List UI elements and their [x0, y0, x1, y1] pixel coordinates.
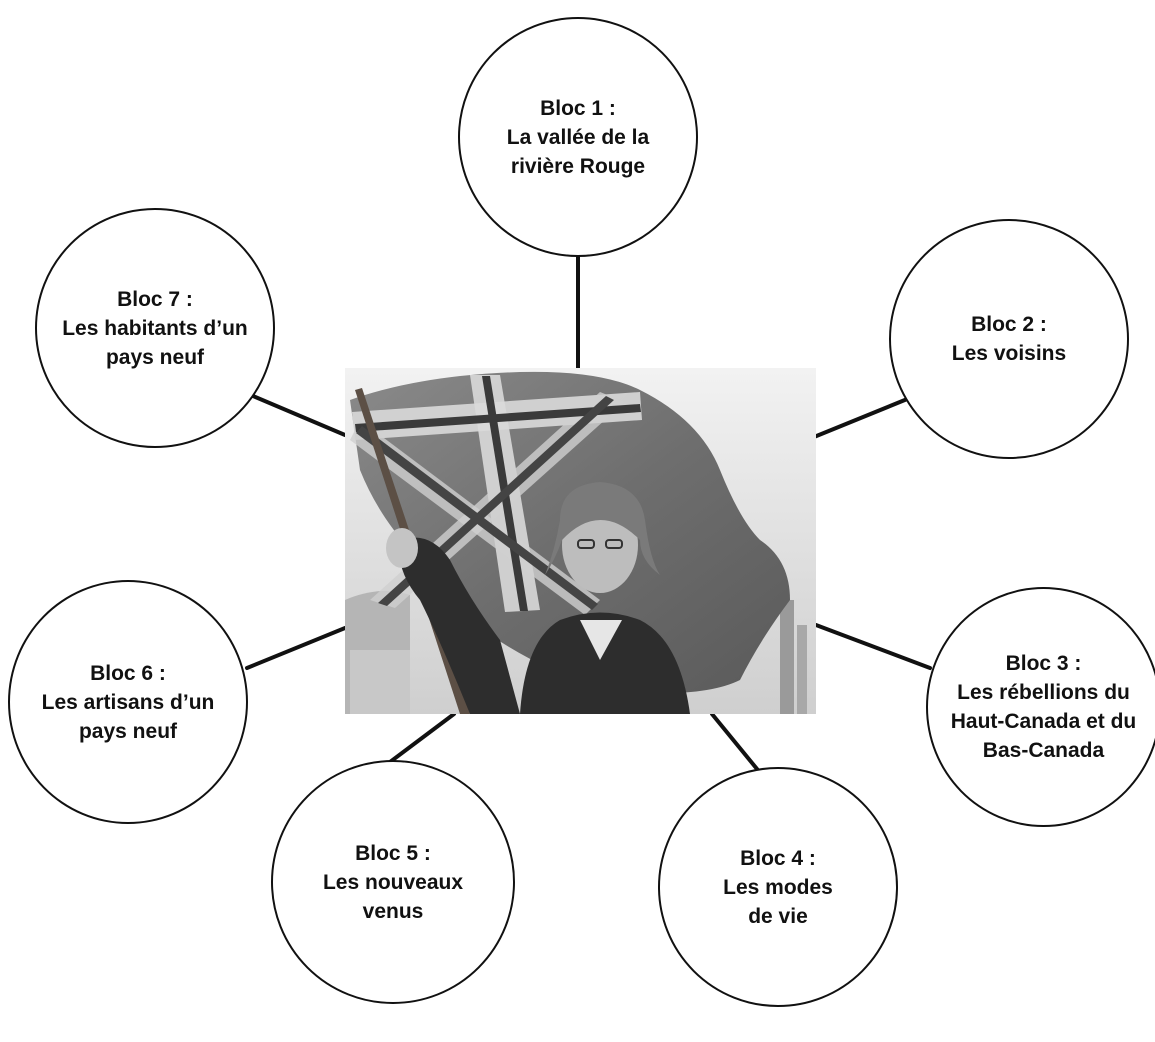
- bloc-5-circle: Bloc 5 : Les nouveaux venus: [271, 760, 515, 1004]
- connector-bloc-3: [814, 623, 932, 670]
- bloc-7-line-2: pays neuf: [105, 345, 205, 369]
- bloc-3-line-1: Les rébellions du: [957, 681, 1130, 704]
- bloc-4-heading: Bloc 4 :: [740, 846, 816, 870]
- bloc-5-line-2: venus: [362, 899, 424, 923]
- connector-bloc-2: [812, 391, 924, 439]
- connector-bloc-6: [245, 626, 347, 670]
- bloc-1-line-2: rivière Rouge: [510, 154, 646, 178]
- bloc-7-line-1: Les habitants d’un: [62, 316, 248, 340]
- bloc-3-line-3: Bas-Canada: [982, 739, 1105, 762]
- bloc-7-circle: Bloc 7 : Les habitants d’un pays neuf: [35, 208, 275, 448]
- bloc-6-line-2: pays neuf: [78, 719, 178, 743]
- bloc-4-circle: Bloc 4 : Les modes de vie: [658, 767, 898, 1007]
- bloc-5-heading: Bloc 5 :: [355, 841, 431, 865]
- bloc-2-line-1: Les voisins: [951, 342, 1067, 365]
- bloc-6-heading: Bloc 6 :: [90, 661, 166, 685]
- central-portrait-image: [345, 368, 816, 714]
- bloc-5-line-1: Les nouveaux: [322, 870, 464, 894]
- bloc-1-line-1: La vallée de la: [506, 125, 650, 149]
- bloc-6-line-1: Les artisans d’un: [41, 690, 215, 714]
- bloc-4-line-1: Les modes: [723, 875, 833, 899]
- bloc-2-circle: Bloc 2 : Les voisins: [889, 219, 1129, 459]
- bloc-3-circle: Bloc 3 : Les rébellions du Haut-Canada e…: [926, 587, 1155, 827]
- bloc-3-line-2: Haut-Canada et du: [950, 710, 1137, 733]
- bloc-7-heading: Bloc 7 :: [117, 287, 193, 311]
- bloc-4-line-2: de vie: [748, 904, 808, 928]
- bloc-6-circle: Bloc 6 : Les artisans d’un pays neuf: [8, 580, 248, 824]
- bloc-3-heading: Bloc 3 :: [1005, 652, 1082, 675]
- bloc-2-heading: Bloc 2 :: [971, 313, 1047, 336]
- bloc-1-heading: Bloc 1 :: [540, 96, 616, 120]
- connector-bloc-7: [244, 391, 347, 437]
- bloc-1-circle: Bloc 1 : La vallée de la rivière Rouge: [458, 17, 698, 257]
